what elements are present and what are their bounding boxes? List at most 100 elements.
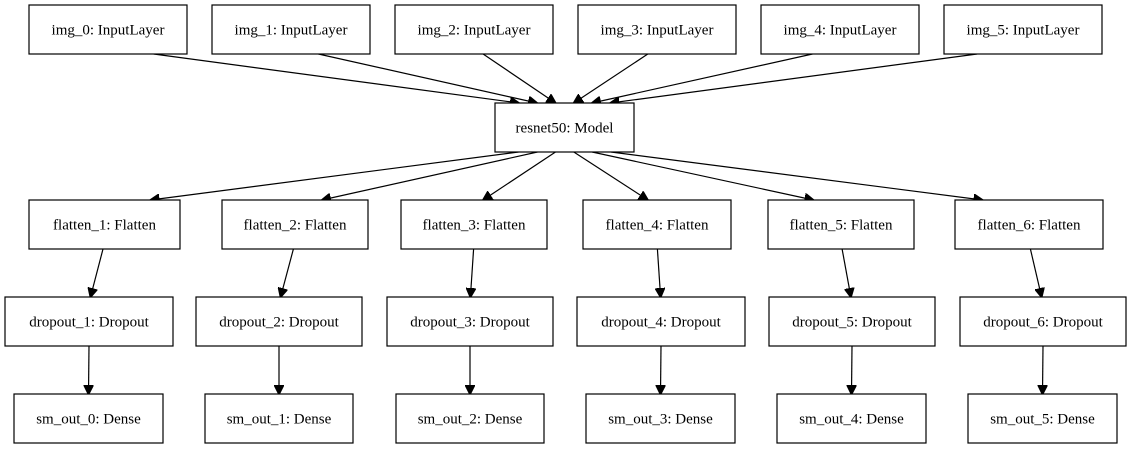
node-label: flatten_1: Flatten bbox=[53, 218, 156, 234]
edge-img_4-to-resnet50 bbox=[592, 53, 813, 103]
node-label: img_5: InputLayer bbox=[967, 23, 1080, 39]
node-label: flatten_2: Flatten bbox=[244, 218, 347, 234]
node-label: dropout_1: Dropout bbox=[29, 315, 149, 331]
edge-flatten_4-to-dropout_4 bbox=[657, 248, 660, 297]
node-dropout-1: dropout_1: Dropout bbox=[4, 296, 174, 347]
node-label: sm_out_2: Dense bbox=[418, 412, 523, 428]
edge-img_5-to-resnet50 bbox=[610, 53, 978, 103]
node-box bbox=[13, 393, 164, 444]
edge-img_1-to-resnet50 bbox=[318, 53, 537, 103]
edge-img_2-to-resnet50 bbox=[482, 53, 555, 103]
node-box bbox=[585, 393, 736, 444]
node-resnet50: resnet50: Model bbox=[494, 102, 635, 153]
node-box bbox=[28, 4, 188, 55]
node-sm-out-0: sm_out_0: Dense bbox=[13, 393, 164, 444]
node-sm-out-5: sm_out_5: Dense bbox=[967, 393, 1118, 444]
node-flatten-3: flatten_3: Flatten bbox=[400, 199, 548, 250]
node-label: img_1: InputLayer bbox=[235, 23, 348, 39]
node-sm-out-2: sm_out_2: Dense bbox=[395, 393, 545, 444]
edge-dropout_1-to-sm_out_0 bbox=[89, 345, 90, 394]
node-flatten-1: flatten_1: Flatten bbox=[28, 199, 181, 250]
edge-flatten_1-to-dropout_1 bbox=[91, 248, 104, 297]
node-label: img_4: InputLayer bbox=[784, 23, 897, 39]
node-label: dropout_2: Dropout bbox=[219, 315, 339, 331]
node-box bbox=[28, 199, 181, 250]
node-box bbox=[767, 199, 915, 250]
edge-dropout_5-to-sm_out_4 bbox=[852, 345, 853, 394]
node-label: img_3: InputLayer bbox=[601, 23, 714, 39]
node-sm-out-1: sm_out_1: Dense bbox=[204, 393, 354, 444]
edge-dropout_6-to-sm_out_5 bbox=[1043, 345, 1044, 394]
edge-img_3-to-resnet50 bbox=[574, 53, 649, 103]
node-img-2: img_2: InputLayer bbox=[394, 4, 554, 55]
node-dropout-3: dropout_3: Dropout bbox=[386, 296, 554, 347]
edge-resnet50-to-flatten_5 bbox=[591, 151, 813, 200]
edge-flatten_5-to-dropout_5 bbox=[841, 248, 851, 297]
node-box bbox=[959, 296, 1127, 347]
node-box bbox=[576, 296, 746, 347]
node-box bbox=[204, 393, 354, 444]
node-box bbox=[760, 4, 920, 55]
node-label: sm_out_4: Dense bbox=[799, 412, 904, 428]
node-label: resnet50: Model bbox=[516, 121, 614, 137]
node-label: img_0: InputLayer bbox=[52, 23, 165, 39]
node-flatten-6: flatten_6: Flatten bbox=[954, 199, 1104, 250]
node-label: dropout_4: Dropout bbox=[601, 315, 721, 331]
node-box bbox=[943, 4, 1103, 55]
node-box bbox=[954, 199, 1104, 250]
node-label: flatten_6: Flatten bbox=[978, 218, 1081, 234]
node-dropout-5: dropout_5: Dropout bbox=[768, 296, 936, 347]
node-box bbox=[768, 296, 936, 347]
node-flatten-4: flatten_4: Flatten bbox=[582, 199, 732, 250]
edge-flatten_2-to-dropout_2 bbox=[281, 248, 294, 297]
node-box bbox=[394, 4, 554, 55]
node-box bbox=[211, 4, 371, 55]
node-box bbox=[395, 393, 545, 444]
edge-flatten_3-to-dropout_3 bbox=[470, 248, 473, 297]
node-label: dropout_6: Dropout bbox=[983, 315, 1103, 331]
node-box bbox=[494, 102, 635, 153]
node-label: flatten_3: Flatten bbox=[423, 218, 526, 234]
node-box bbox=[582, 199, 732, 250]
edge-resnet50-to-flatten_1 bbox=[151, 151, 519, 200]
node-label: dropout_5: Dropout bbox=[792, 315, 912, 331]
node-box bbox=[386, 296, 554, 347]
node-img-4: img_4: InputLayer bbox=[760, 4, 920, 55]
nodes: img_0: InputLayer img_1: InputLayer img_2:… bbox=[4, 4, 1127, 444]
node-box bbox=[4, 296, 174, 347]
node-label: dropout_3: Dropout bbox=[410, 315, 530, 331]
node-box bbox=[776, 393, 927, 444]
node-img-3: img_3: InputLayer bbox=[577, 4, 737, 55]
node-label: sm_out_3: Dense bbox=[608, 412, 713, 428]
node-label: sm_out_1: Dense bbox=[227, 412, 332, 428]
node-label: flatten_5: Flatten bbox=[790, 218, 893, 234]
edges bbox=[89, 53, 1044, 394]
edge-resnet50-to-flatten_2 bbox=[322, 151, 538, 200]
node-box bbox=[577, 4, 737, 55]
node-label: img_2: InputLayer bbox=[418, 23, 531, 39]
node-dropout-6: dropout_6: Dropout bbox=[959, 296, 1127, 347]
edge-flatten_6-to-dropout_6 bbox=[1029, 248, 1041, 297]
node-label: sm_out_0: Dense bbox=[36, 412, 141, 428]
node-sm-out-3: sm_out_3: Dense bbox=[585, 393, 736, 444]
node-img-1: img_1: InputLayer bbox=[211, 4, 371, 55]
node-label: sm_out_5: Dense bbox=[990, 412, 1095, 428]
node-box bbox=[221, 199, 369, 250]
node-label: flatten_4: Flatten bbox=[606, 218, 709, 234]
node-flatten-2: flatten_2: Flatten bbox=[221, 199, 369, 250]
node-dropout-4: dropout_4: Dropout bbox=[576, 296, 746, 347]
edge-resnet50-to-flatten_3 bbox=[483, 151, 556, 200]
node-box bbox=[195, 296, 363, 347]
edge-dropout_4-to-sm_out_3 bbox=[661, 345, 662, 394]
node-dropout-2: dropout_2: Dropout bbox=[195, 296, 363, 347]
node-img-0: img_0: InputLayer bbox=[28, 4, 188, 55]
edge-img_0-to-resnet50 bbox=[153, 53, 519, 103]
edge-resnet50-to-flatten_4 bbox=[573, 151, 648, 200]
node-box bbox=[967, 393, 1118, 444]
node-box bbox=[400, 199, 548, 250]
node-img-5: img_5: InputLayer bbox=[943, 4, 1103, 55]
node-sm-out-4: sm_out_4: Dense bbox=[776, 393, 927, 444]
edge-resnet50-to-flatten_6 bbox=[610, 151, 983, 200]
node-flatten-5: flatten_5: Flatten bbox=[767, 199, 915, 250]
